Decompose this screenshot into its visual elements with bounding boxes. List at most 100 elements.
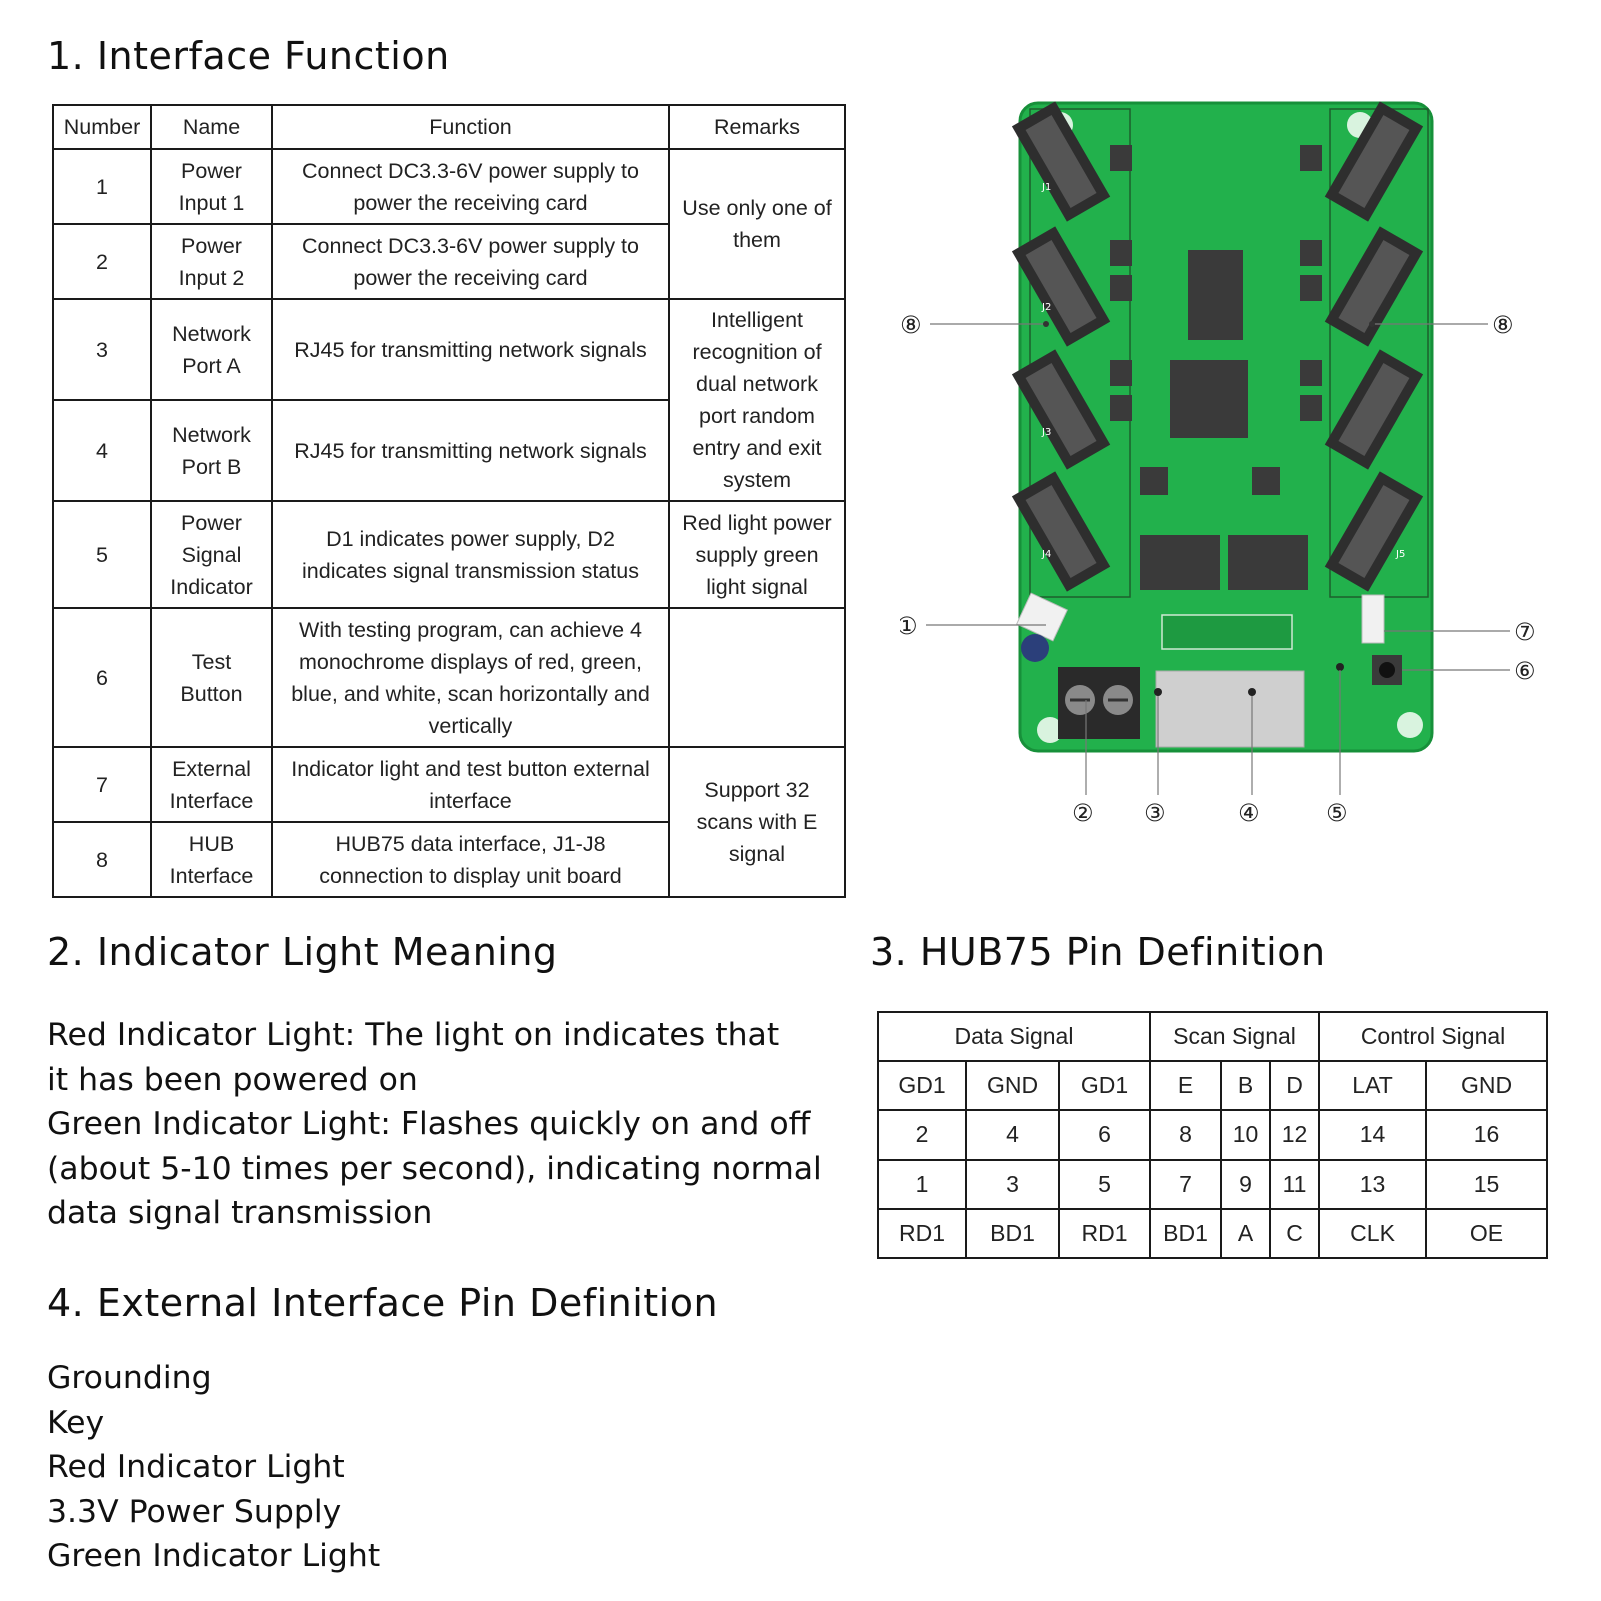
pin-cell: 6 bbox=[1057, 1109, 1152, 1161]
connector-group-outline-left bbox=[1029, 108, 1131, 598]
connector-label-j3: J3 bbox=[1041, 427, 1051, 438]
callout-leader-lines bbox=[926, 323, 1510, 795]
connector-label-j2: J2 bbox=[1041, 302, 1051, 313]
pin-cell: B bbox=[1220, 1060, 1272, 1112]
section-title-interface-function: 1. Interface Function bbox=[47, 34, 450, 78]
pin-cell: 10 bbox=[1220, 1109, 1272, 1161]
callout-8-right: ⑧ bbox=[1492, 311, 1514, 339]
name-line: Power bbox=[181, 158, 242, 183]
row-number: 6 bbox=[52, 607, 152, 748]
row-number: 4 bbox=[52, 399, 152, 502]
row-function: RJ45 for transmitting network signals bbox=[271, 298, 670, 401]
remark-line: entry and exit bbox=[692, 436, 822, 460]
name-line: External bbox=[172, 756, 251, 781]
connector-label-j4: J4 bbox=[1041, 549, 1051, 560]
pin-cell: 5 bbox=[1057, 1158, 1152, 1210]
pin-cell: 14 bbox=[1318, 1109, 1428, 1161]
hub75-pin-table: Data Signal Scan Signal Control Signal G… bbox=[876, 1010, 1549, 1260]
table-row: 1 3 5 7 9 11 13 15 bbox=[877, 1158, 1549, 1210]
name-line: Interface bbox=[169, 788, 254, 813]
name-line: Port A bbox=[182, 353, 241, 378]
pin-cell: GND bbox=[965, 1060, 1060, 1112]
list-item: Grounding bbox=[47, 1360, 212, 1396]
list-item: Key bbox=[47, 1404, 105, 1441]
pin-cell: 1 bbox=[877, 1158, 967, 1210]
function-line: D1 indicates power supply, D2 bbox=[326, 526, 615, 551]
callout-7: ⑦ bbox=[1514, 618, 1536, 646]
external-pin-list: Grounding Key Red Indicator Light 3.3V P… bbox=[47, 1356, 847, 1579]
list-item: Red Indicator Light bbox=[47, 1449, 345, 1485]
pin-cell: 12 bbox=[1269, 1109, 1321, 1161]
name-line: Power bbox=[181, 233, 242, 258]
name-line: Indicator bbox=[170, 574, 253, 599]
name-line: Button bbox=[180, 681, 243, 706]
indicator-light-description: Red Indicator Light: The light on indica… bbox=[47, 1013, 847, 1236]
function-line: power the receiving card bbox=[353, 265, 588, 290]
callout-dot bbox=[1043, 321, 1049, 327]
row-function: Connect DC3.3-6V power supply to power th… bbox=[271, 148, 670, 225]
function-line: HUB75 data interface, J1-J8 bbox=[335, 831, 606, 856]
remark-line: dual network bbox=[696, 372, 818, 396]
pin-cell: 2 bbox=[877, 1109, 967, 1161]
callout-4: ④ bbox=[1238, 799, 1260, 827]
name-line: Signal bbox=[181, 542, 242, 567]
name-line: Network bbox=[172, 321, 251, 346]
pin-cell: GND bbox=[1425, 1060, 1549, 1112]
connector-label-j5: J5 bbox=[1395, 549, 1405, 560]
led-indicator bbox=[1336, 663, 1344, 671]
list-item: Green Indicator Light bbox=[47, 1538, 381, 1574]
function-line: Connect DC3.3-6V power supply to bbox=[301, 158, 639, 183]
pin-cell: 7 bbox=[1149, 1158, 1223, 1210]
pin-cell: BD1 bbox=[1149, 1207, 1223, 1260]
capacitor bbox=[1021, 634, 1049, 662]
row-number: 5 bbox=[52, 500, 152, 609]
function-line: blue, and white, scan horizontally and bbox=[291, 681, 650, 706]
header-remarks: Remarks bbox=[668, 104, 846, 150]
callout-8-left: ⑧ bbox=[900, 311, 922, 339]
remark-line: Red light power bbox=[682, 510, 832, 535]
remark-line: signal bbox=[728, 842, 786, 866]
callout-dot bbox=[1154, 688, 1162, 696]
row-number: 1 bbox=[52, 148, 152, 225]
pcb-edge bbox=[1018, 101, 1434, 753]
hub-connectors-right bbox=[1324, 101, 1424, 592]
pin-cell: CLK bbox=[1318, 1207, 1428, 1260]
function-line: interface bbox=[429, 788, 512, 813]
callout-3: ③ bbox=[1144, 799, 1166, 827]
pin-cell: RD1 bbox=[1057, 1207, 1152, 1260]
pin-cell: 13 bbox=[1318, 1158, 1428, 1210]
text-line: Green Indicator Light: Flashes quickly o… bbox=[47, 1106, 811, 1142]
list-item: 3.3V Power Supply bbox=[47, 1493, 342, 1530]
function-line: Indicator light and test button external bbox=[291, 756, 650, 781]
pin-cell: 3 bbox=[965, 1158, 1060, 1210]
function-line: indicates signal transmission status bbox=[302, 558, 639, 583]
table-row: 2 4 6 8 10 12 14 16 bbox=[877, 1109, 1549, 1161]
pin-cell: GD1 bbox=[1057, 1060, 1152, 1112]
name-line: HUB bbox=[188, 831, 235, 856]
pin-cell: OE bbox=[1425, 1207, 1549, 1260]
pin-cell: 15 bbox=[1425, 1158, 1549, 1210]
function-line: power the receiving card bbox=[353, 190, 588, 215]
pin-cell: RD1 bbox=[877, 1207, 967, 1260]
remark-line: port random bbox=[699, 404, 815, 428]
header-number: Number bbox=[52, 104, 152, 150]
rj45-port bbox=[1155, 670, 1305, 748]
row-number: 8 bbox=[52, 821, 152, 898]
connector-label-j1: J1 bbox=[1041, 182, 1051, 193]
row-number: 2 bbox=[52, 223, 152, 300]
remark-line: supply green bbox=[695, 542, 819, 567]
power-input-connector bbox=[1016, 592, 1068, 642]
pin-cell: GD1 bbox=[877, 1060, 967, 1112]
name-line: Input 1 bbox=[178, 190, 245, 215]
row-function: Indicator light and test button external… bbox=[271, 746, 670, 823]
remark-line: scans with E bbox=[696, 810, 818, 834]
terminal-block bbox=[1058, 667, 1140, 739]
text-line: data signal transmission bbox=[47, 1195, 433, 1231]
